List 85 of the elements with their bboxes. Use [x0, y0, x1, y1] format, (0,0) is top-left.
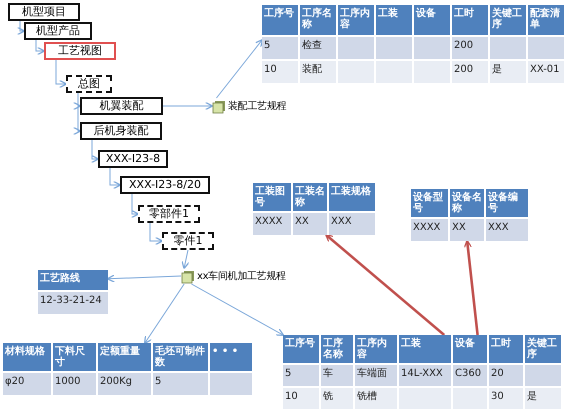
table-header-cell: 配套清单	[528, 5, 564, 35]
table-cell: XX	[450, 219, 484, 241]
arrow	[17, 20, 26, 36]
table-cell: 车端面	[355, 365, 397, 386]
table-cell: XXX	[486, 219, 528, 241]
table-cell: 20	[489, 365, 523, 386]
arrow	[91, 140, 100, 164]
table-cell: 是	[525, 388, 561, 409]
table-header-cell: 工装	[376, 5, 412, 35]
table-header-cell: 定额重量	[98, 343, 151, 371]
arrow	[106, 274, 182, 283]
table-cell: 1000	[53, 373, 96, 395]
tree-node-box: 零部件1	[138, 205, 200, 223]
table-header-cell: 设备	[453, 335, 487, 363]
table-cell: C360	[453, 365, 487, 386]
table-cell: φ20	[3, 373, 51, 395]
table-header-cell: 工装	[399, 335, 451, 363]
table-cell: 5	[283, 365, 319, 386]
table-header-cell: 设备名称	[450, 189, 484, 217]
arrow	[144, 284, 185, 344]
tree-node-box: XXX-I23-8/20	[120, 176, 210, 194]
table-cell: 装配	[300, 61, 336, 83]
table-cell: XX-01	[528, 61, 564, 83]
arrow	[131, 194, 140, 218]
document-label: xx车间机加工艺规程	[197, 270, 286, 283]
table-cell: 200Kg	[98, 373, 151, 395]
tree-node-box: 后机身装配	[80, 122, 162, 140]
table-header-cell: 工序名称	[300, 5, 336, 35]
tree-node-box: 工艺视图	[44, 42, 116, 60]
table-cell: 5	[262, 37, 298, 59]
table-header-cell: 工时	[452, 5, 488, 35]
table-header-cell: 工序号	[262, 5, 298, 35]
table-cell: 是	[490, 61, 526, 83]
table-header-cell: 毛坯可制件数	[153, 343, 208, 371]
table-header-cell: 工序名称	[321, 335, 353, 363]
document-label: 装配工艺规程	[228, 100, 286, 113]
table-cell: 10	[262, 61, 298, 83]
table-header-cell: 材料规格	[3, 343, 51, 371]
tree-node-box: 零件1	[162, 232, 214, 250]
table-cell: 10	[283, 388, 319, 409]
arrow	[36, 40, 46, 56]
table-cell: 200	[452, 37, 488, 59]
table-header-cell: 工序号	[283, 335, 319, 363]
table-header-cell: 工时	[489, 335, 523, 363]
table-header-cell: • • •	[210, 343, 252, 371]
table-header-cell: 关键工序	[525, 335, 561, 363]
table-header-cell: 关键工序	[490, 5, 526, 35]
arrow	[150, 222, 164, 246]
table-cell: 12-33-21-24	[38, 292, 108, 314]
arrow	[73, 92, 82, 136]
table-cell: 200	[452, 61, 488, 83]
arrow	[56, 60, 68, 88]
arrow	[190, 284, 284, 336]
table-header-cell: 工装规格	[329, 183, 375, 211]
table-header-cell: 设备	[414, 5, 450, 35]
table-cell: 5	[153, 373, 208, 395]
table-header-cell: 下料尺寸	[53, 343, 96, 371]
table-cell: 铣槽	[355, 388, 397, 409]
table-cell: 检查	[300, 37, 336, 59]
tree-node-box: 机型项目	[8, 3, 80, 21]
table-header-cell: 工艺路线	[38, 270, 108, 290]
tree-node-box: XXX-I23-8	[98, 150, 168, 168]
table-header-cell: 设备型号	[411, 189, 448, 217]
pointer-arrow	[464, 240, 479, 336]
arrow	[162, 102, 214, 110]
tree-node-box: 机翼装配	[80, 97, 163, 115]
table-header-cell: 工序内容	[355, 335, 397, 363]
table-header-cell: 工装图号	[253, 183, 291, 211]
table-cell: XX	[293, 213, 327, 235]
table-header-cell: 工序内容	[338, 5, 374, 35]
table-header-cell: 设备编号	[486, 189, 528, 217]
arrow	[110, 168, 122, 190]
tree-node-box: 总图	[66, 75, 112, 93]
table-cell: 车	[321, 365, 353, 386]
table-cell: XXXX	[253, 213, 291, 235]
arrow	[181, 250, 190, 270]
table-cell: 铣	[321, 388, 353, 409]
table-cell: XXX	[329, 213, 375, 235]
tree-node-box: 机型产品	[24, 22, 92, 40]
pointer-arrow	[325, 234, 446, 336]
arrow	[216, 38, 264, 98]
table-cell: XXXX	[411, 219, 448, 241]
table-cell: 30	[489, 388, 523, 409]
table-header-cell: 工装名称	[293, 183, 327, 211]
table-cell: 14L-XXX	[399, 365, 451, 386]
